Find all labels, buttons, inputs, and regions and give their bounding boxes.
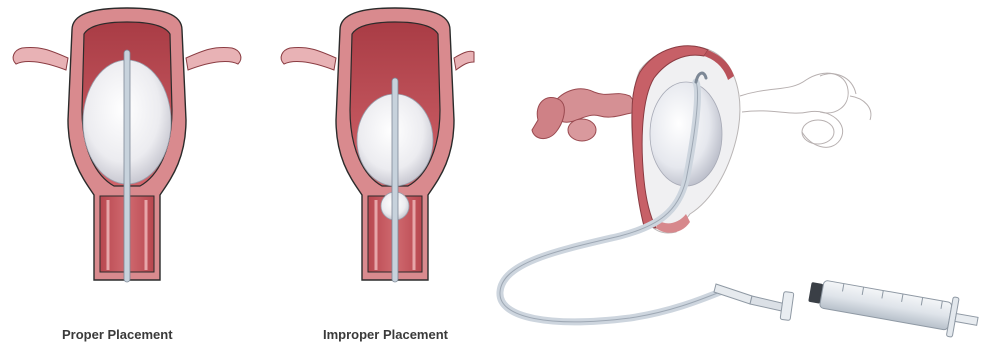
placement-comparison-illustration xyxy=(0,0,480,360)
left-ovary-and-tube xyxy=(532,89,642,141)
placement-comparison-panel: Proper Placement Improper Placement xyxy=(0,0,480,360)
catheter xyxy=(392,78,398,282)
stopcock-valve xyxy=(714,284,794,321)
catheter xyxy=(124,50,130,282)
device-illustration-panel xyxy=(490,0,990,360)
improper-placement-caption: Improper Placement xyxy=(323,327,470,342)
proper-placement-caption: Proper Placement xyxy=(62,327,173,342)
improper-placement-diagram xyxy=(281,8,474,282)
syringe xyxy=(806,272,980,341)
left-fallopian-tube xyxy=(281,47,336,70)
right-ovary-and-tube xyxy=(740,73,871,147)
right-fallopian-tube xyxy=(186,47,241,70)
proper-placement-diagram xyxy=(13,8,241,282)
left-fallopian-tube xyxy=(13,47,68,70)
right-fallopian-tube xyxy=(454,51,474,70)
balloon-tamponade-illustration xyxy=(490,0,990,360)
